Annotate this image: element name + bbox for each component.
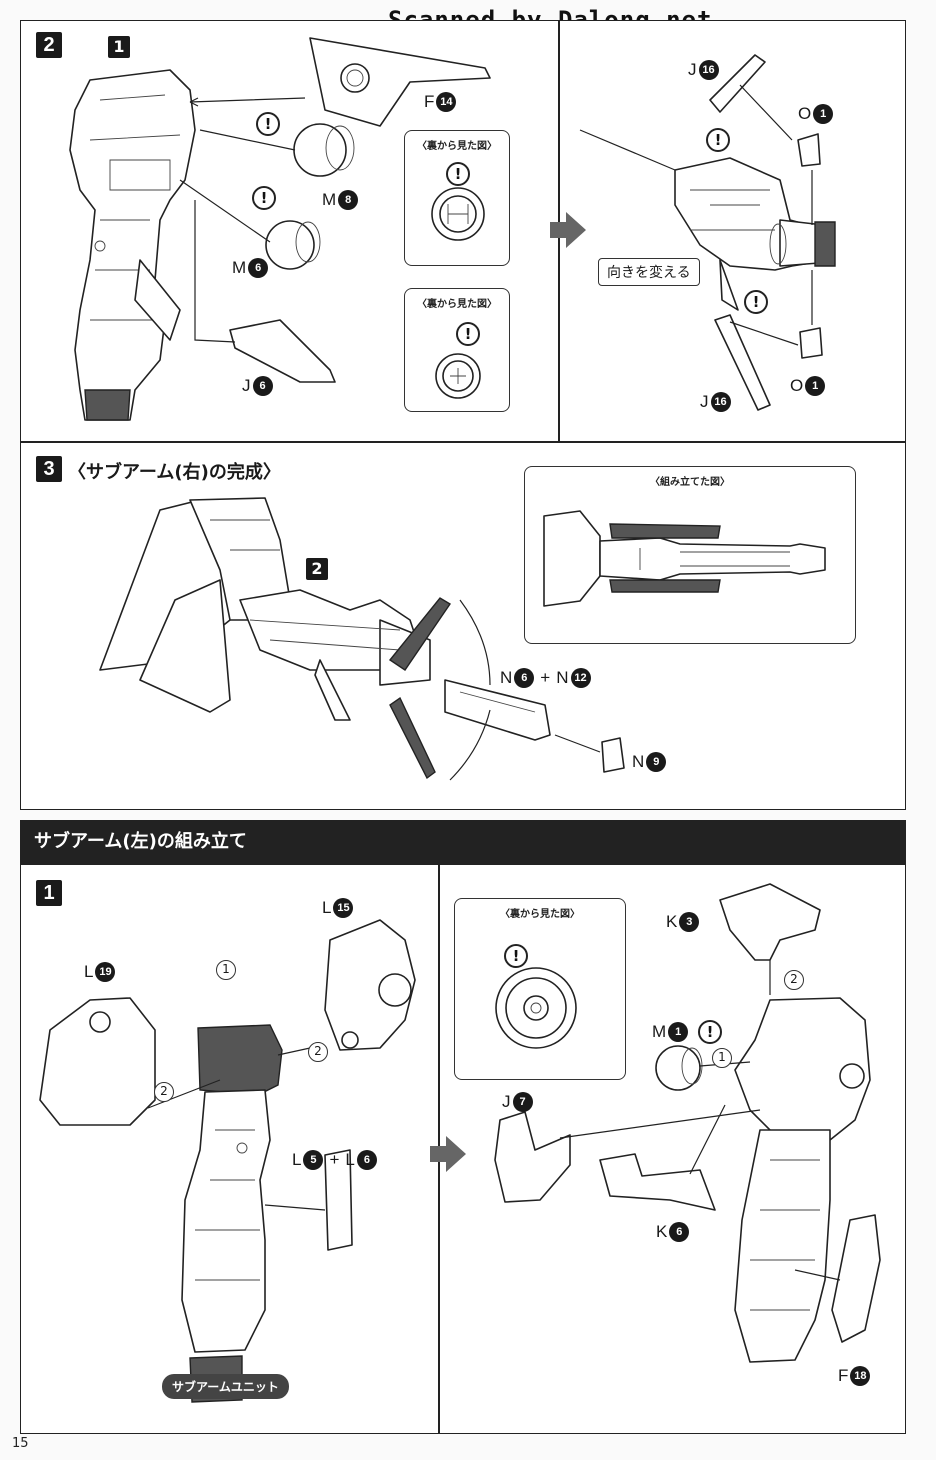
orientation-note: 向きを変える [598,258,700,286]
part-number-circle: 1 [813,104,834,124]
part-number-circle: 19 [95,962,116,982]
caution-icon: ! [744,290,768,314]
part-number-circle: 14 [436,92,457,112]
order-mark-1: 1 [712,1048,732,1068]
part-number-circle: 16 [698,60,719,80]
left-arm-assembly-drawing [494,883,881,1363]
caution-icon: ! [706,128,730,152]
next-step-arrow [550,212,586,248]
part-number-circle: 6 [248,258,269,278]
part-number-circle: 6 [669,1222,690,1242]
part-number-circle: 9 [646,752,667,772]
order-mark-2: 2 [784,970,804,990]
part-label-n6-n12: N 6 + N 12 [500,668,591,688]
part-number-circle: 6 [514,668,535,688]
part-label-m8: M 8 [322,190,359,210]
part-number-circle: 1 [668,1022,689,1042]
order-mark-1: 1 [216,960,236,980]
caution-icon: ! [504,944,528,968]
order-mark-2: 2 [308,1042,328,1062]
part-label-k6: K 6 [656,1222,690,1242]
sub-arm-unit-label: サブアームユニット [162,1374,289,1399]
part-number-circle: 5 [303,1150,324,1170]
step-2-substep-badge: 1 [108,36,130,58]
back-view-m8-drawing [431,187,485,241]
back-view-m1-drawing [495,967,577,1049]
caution-icon: ! [252,186,276,210]
part-label-o1-top: O 1 [798,104,834,124]
part-label-j16-top: J 16 [688,60,719,80]
part-number-circle: 1 [805,376,826,396]
part-number-circle: 18 [850,1366,871,1386]
step-3-substep-badge: 2 [306,558,328,580]
caution-icon: ! [446,162,470,186]
part-number-circle: 6 [252,376,273,396]
part-label-j7: J 7 [502,1092,533,1112]
section-header-left-arm: サブアーム(左)の組み立て [20,820,906,864]
back-view-m6-drawing [435,353,481,399]
part-number-circle: 6 [356,1150,377,1170]
caution-icon: ! [456,322,480,346]
step-2-gun-drawing [579,54,836,411]
part-label-f18: F 18 [838,1366,871,1386]
part-label-o1-bottom: O 1 [790,376,826,396]
part-number-circle: 3 [679,912,700,932]
next-step-arrow [430,1136,466,1172]
order-mark-2: 2 [154,1082,174,1102]
part-label-k3: K 3 [666,912,700,932]
part-number-circle: 16 [710,392,731,412]
part-number-circle: 15 [333,898,354,918]
part-number-circle: 7 [512,1092,533,1112]
part-label-l5-l6: L 5 + L 6 [292,1150,377,1170]
part-label-m6: M 6 [232,258,269,278]
part-label-l15: L 15 [322,898,354,918]
caution-icon: ! [256,112,280,136]
step-3-arm-drawing [99,497,625,781]
part-number-circle: 12 [570,668,591,688]
assembled-view-drawing [543,510,826,607]
part-label-f14: F 14 [424,92,457,112]
page-number: 15 [12,1436,29,1451]
part-label-n9: N 9 [632,752,667,772]
step-3-title: 〈サブアーム(右)の完成〉 [68,462,281,483]
step-2-arm-drawing [69,37,491,421]
step-2-number: 2 [36,32,62,58]
part-label-j16-bottom: J 16 [700,392,731,412]
part-label-m1: M 1 [652,1022,689,1042]
left-arm-step-number: 1 [36,880,62,906]
part-label-l19: L 19 [84,962,116,982]
part-label-j6: J 6 [242,376,273,396]
part-number-circle: 8 [338,190,359,210]
left-arm-parts-drawing [39,919,416,1403]
caution-icon: ! [698,1020,722,1044]
step-3-number: 3 [36,456,62,482]
